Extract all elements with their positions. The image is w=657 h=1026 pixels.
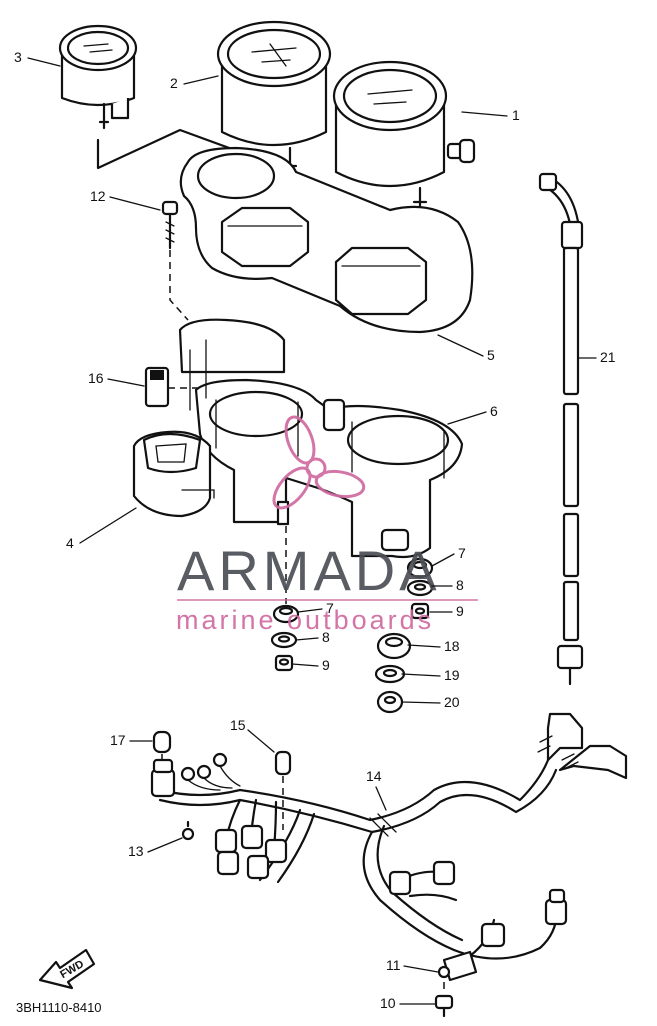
leader-line [183, 75, 219, 85]
watermark-brand: ARMADA [177, 539, 441, 602]
grommet-stack-left [270, 604, 300, 672]
leader-line [79, 507, 137, 544]
speedometer-cable [538, 172, 584, 686]
leader-line [27, 57, 61, 67]
leader-line [107, 378, 145, 387]
callout-number: 2 [170, 75, 178, 91]
leader-line [375, 786, 387, 811]
callout-number: 3 [14, 49, 22, 65]
leader-line [297, 608, 323, 613]
callout-number: 12 [90, 188, 106, 204]
fwd-arrow-icon: FWD [38, 948, 96, 990]
leader-line [401, 673, 441, 677]
bulb [152, 730, 172, 764]
gauge-small [58, 24, 138, 130]
watermark-tagline: marine outboards [176, 605, 434, 635]
leader-line [295, 637, 319, 641]
callout-number: 10 [380, 995, 396, 1011]
callout-number: 1 [512, 107, 520, 123]
leader-line [403, 965, 439, 973]
control-unit-box [132, 430, 215, 518]
bulb-sockets [150, 758, 568, 948]
callout-number: 11 [386, 957, 401, 973]
callout-number: 14 [366, 768, 382, 784]
callout-number: 17 [110, 732, 126, 748]
ring-terminals [180, 752, 241, 791]
screw-bolt [161, 200, 179, 250]
meter-bracket-plate [179, 146, 474, 334]
gauge-tachometer [216, 20, 332, 174]
callout-number: 18 [444, 638, 460, 654]
callout-number: 13 [128, 843, 144, 859]
callout-number: 8 [322, 629, 330, 645]
diagram-code: 3BH1110-8410 [16, 1000, 102, 1015]
callout-number: 5 [487, 347, 495, 363]
harness-clamp [434, 950, 478, 1018]
callout-number: 9 [322, 657, 330, 673]
leader-line [147, 837, 183, 853]
leader-line [461, 111, 508, 117]
indicator-lamp [144, 366, 200, 408]
leader-line [437, 334, 484, 357]
leader-line [431, 553, 455, 567]
screw-small [181, 820, 195, 841]
watermark-logo: ARMADA marine outboards [176, 415, 478, 635]
leader-line [407, 644, 441, 648]
callout-number: 7 [458, 545, 466, 561]
callout-number: 6 [490, 403, 498, 419]
leader-line [291, 663, 319, 667]
callout-number: 15 [230, 717, 246, 733]
callout-number: 8 [456, 577, 464, 593]
callout-number: 16 [88, 370, 104, 386]
meter-housing [178, 318, 464, 559]
callout-number: 4 [66, 535, 74, 551]
callout-number: 19 [444, 667, 460, 683]
leader-line [401, 701, 441, 704]
leader-line [109, 196, 161, 211]
callout-number: 21 [600, 349, 616, 365]
callout-number: 20 [444, 694, 460, 710]
gauge-speedometer [332, 60, 476, 210]
callout-number: 7 [326, 600, 334, 616]
propeller-icon [272, 415, 366, 510]
callout-number: 9 [456, 603, 464, 619]
leader-line [447, 411, 487, 425]
leader-line [247, 729, 275, 753]
bulb-small [274, 750, 292, 830]
